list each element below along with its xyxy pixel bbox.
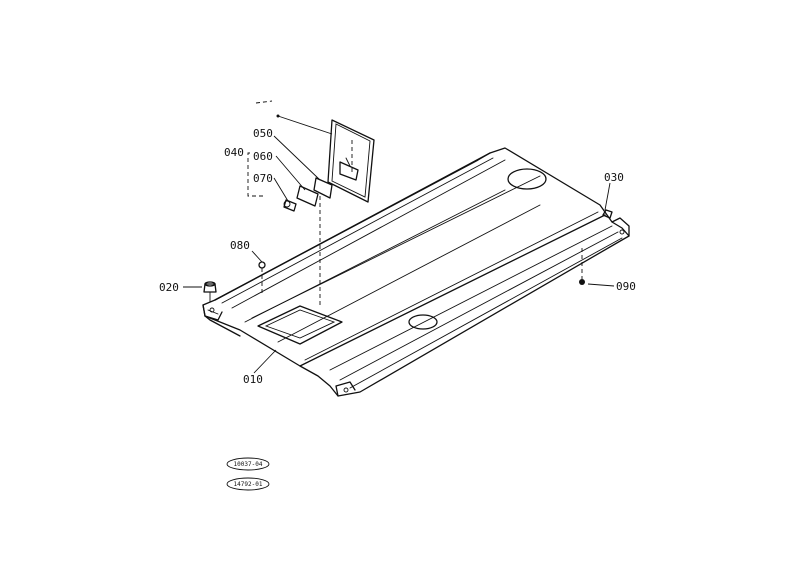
callout-020: 020 (159, 281, 179, 294)
cover-assembly (283, 119, 375, 305)
reference-oval-1 (226, 457, 270, 471)
callout-040: 040 (224, 146, 244, 159)
callout-070: 070 (253, 172, 273, 185)
callout-060: 060 (253, 150, 273, 163)
knob-020 (203, 281, 217, 303)
floor-plate (202, 147, 630, 397)
reference-oval-2 (226, 477, 270, 491)
reference-code-2: 14792-01 (234, 481, 263, 488)
callout-090: 090 (616, 280, 636, 293)
callout-080: 080 (230, 239, 250, 252)
callout-010: 010 (243, 373, 263, 386)
callout-030: 030 (604, 171, 624, 184)
leader-lines (183, 100, 615, 374)
reference-codes: 10037-04 14792-01 (226, 457, 270, 491)
nut-090 (579, 248, 585, 285)
callout-labels: 050 040 060 070 080 020 010 030 090 (159, 127, 636, 386)
callout-050: 050 (253, 127, 273, 140)
reference-code-1: 10037-04 (234, 461, 263, 468)
